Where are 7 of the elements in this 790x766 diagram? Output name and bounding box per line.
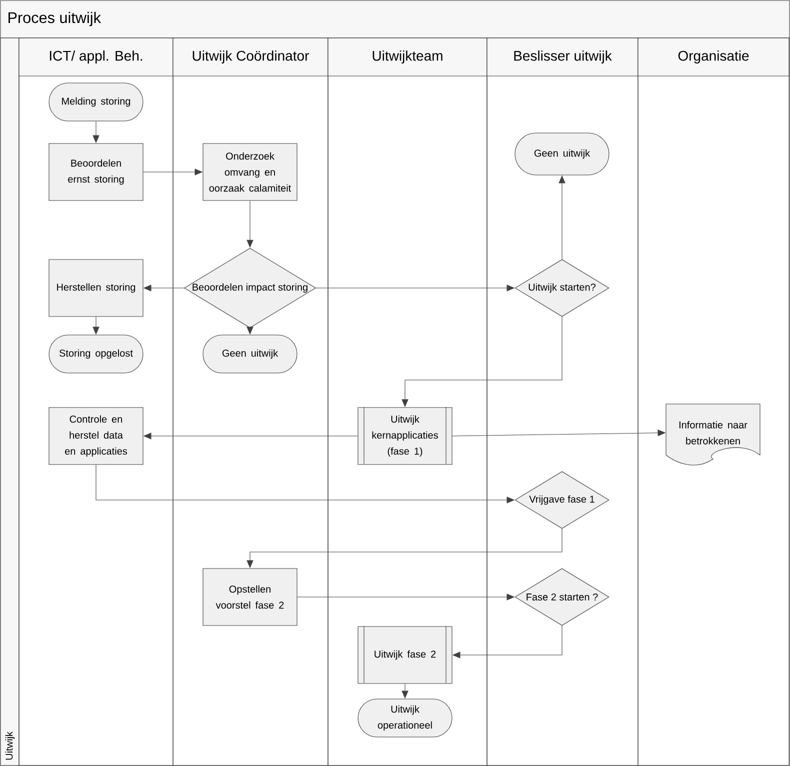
process-box: Controle en herstel data en applicaties: [48, 407, 144, 465]
subprocess-box: Uitwijk fase 2: [358, 626, 452, 684]
process-box: Herstellen storing: [48, 259, 144, 317]
process-box: Onderzoek omvang en oorzaak calamiteit: [202, 143, 298, 201]
subprocess-box: Uitwijk kernapplicaties (fase 1): [358, 406, 452, 465]
process-box: Opstellen voorstel fase 2: [202, 568, 298, 626]
process-box: Beoordelen ernst storing: [48, 143, 144, 201]
